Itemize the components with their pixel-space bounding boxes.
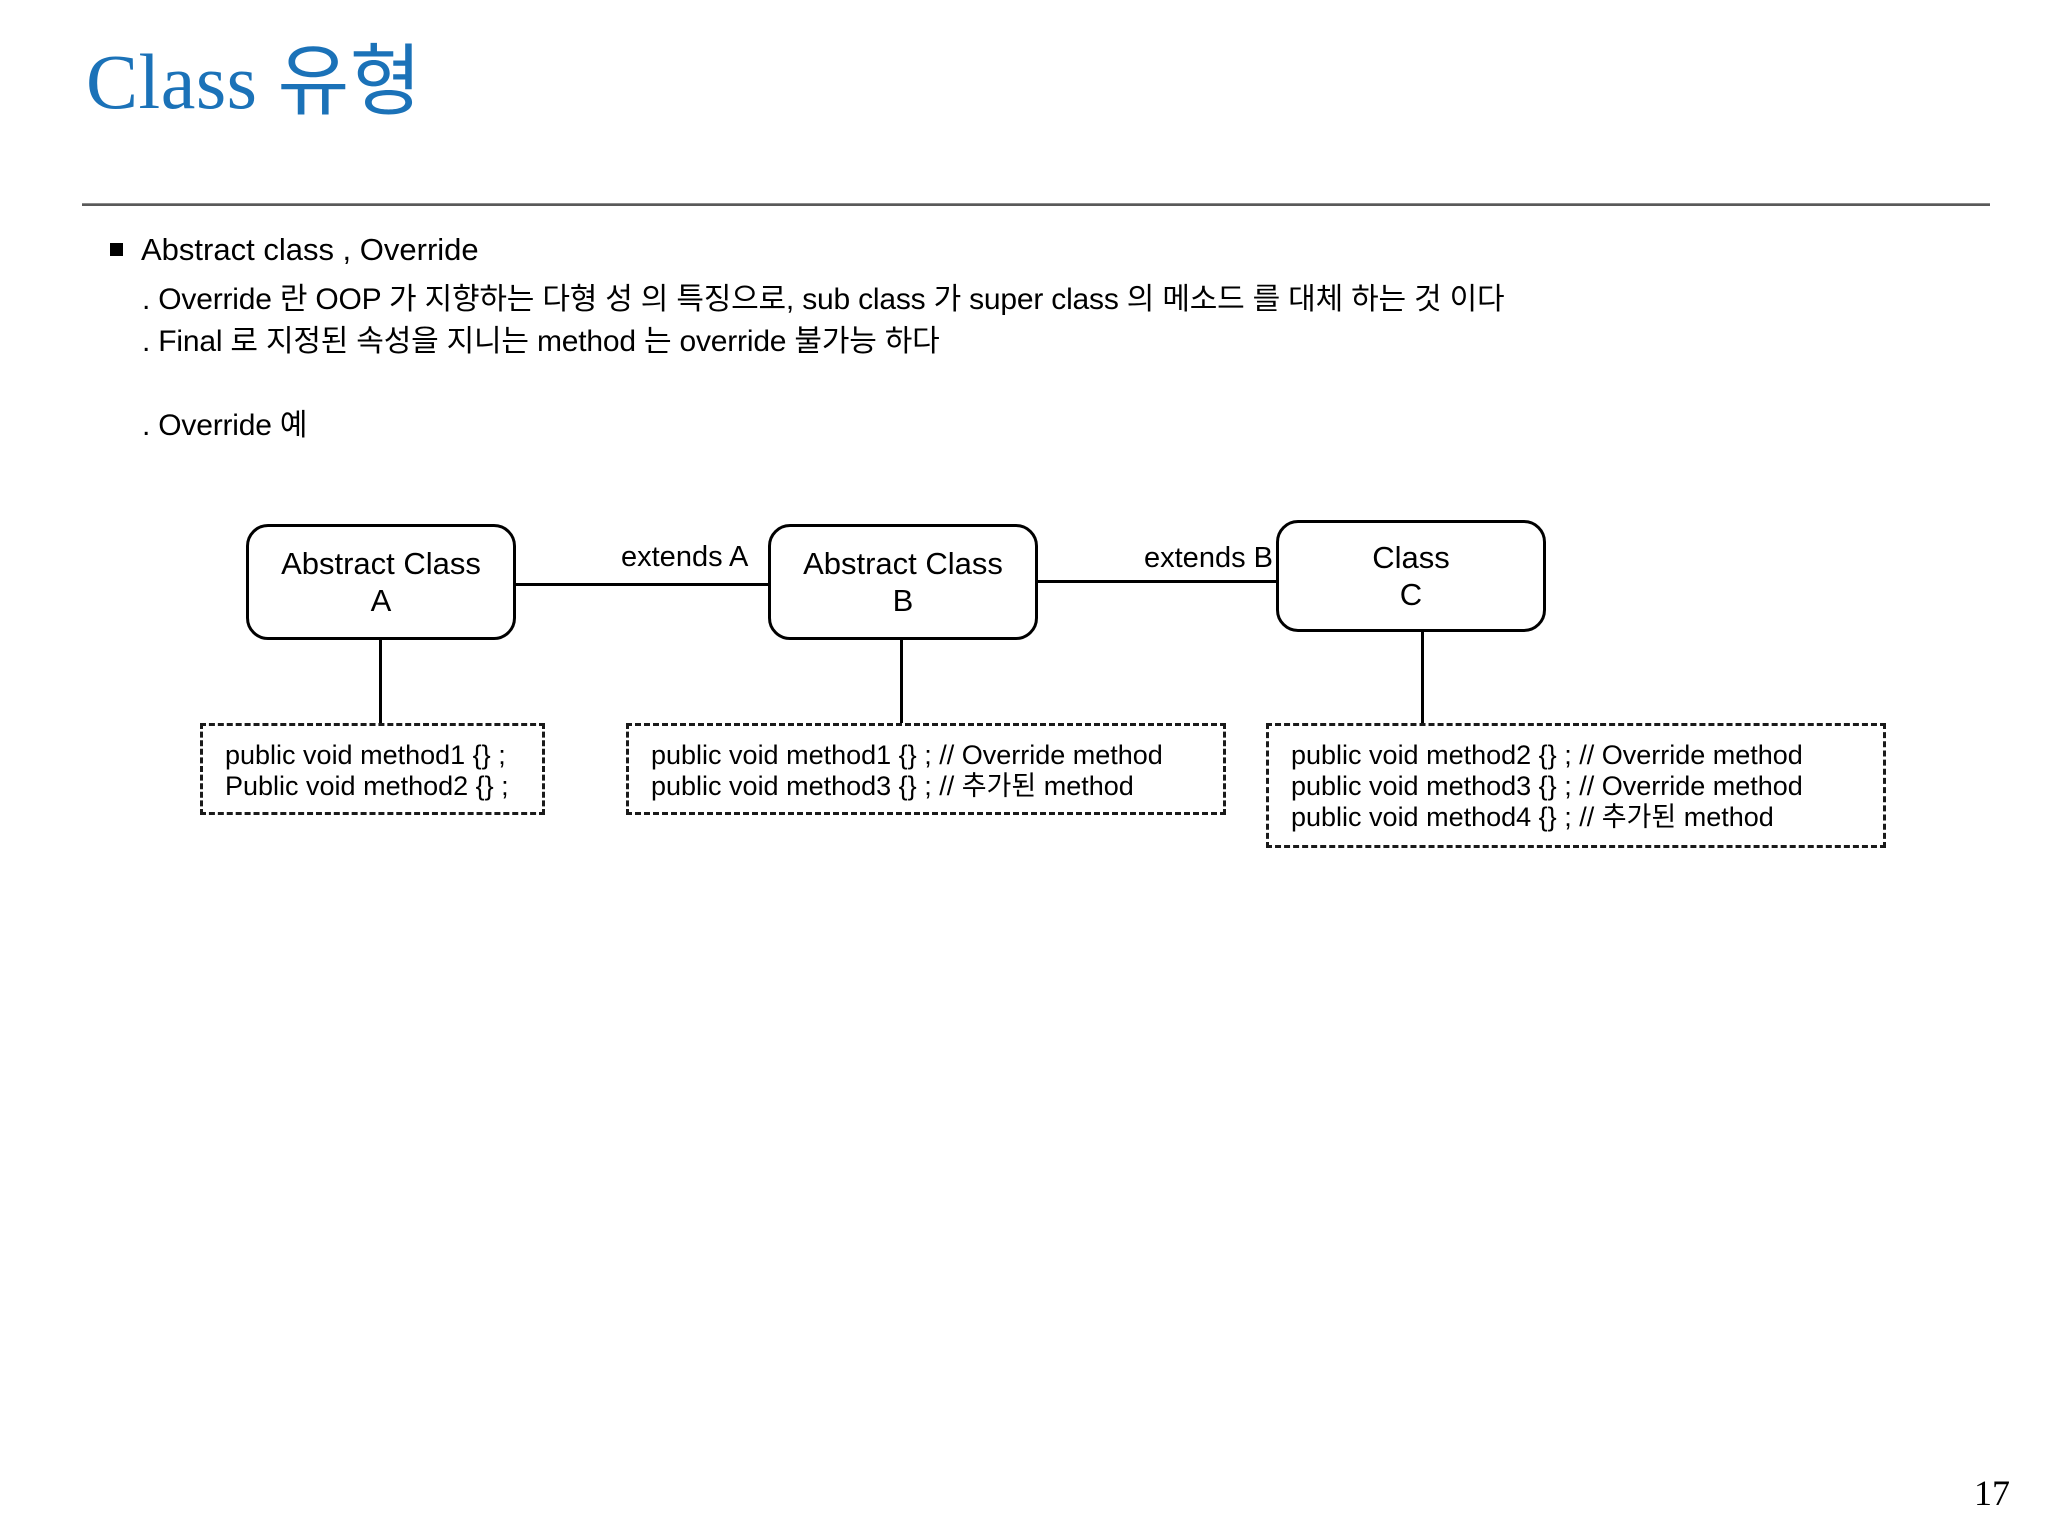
class-node-title: Class — [1372, 540, 1450, 575]
class-node-title: Abstract Class — [803, 546, 1003, 581]
edge-label-extends-b: extends B — [1144, 542, 1273, 574]
class-node-abstract-a: Abstract Class A — [246, 524, 516, 640]
bullet-item-abstract-class: Abstract class , Override — [110, 232, 479, 268]
code-line: public void method1 {} ; // Override met… — [651, 740, 1163, 770]
code-line: public void method2 {} ; // Override met… — [1291, 740, 1803, 770]
connector-a-to-code — [379, 639, 382, 725]
page-number: 17 — [1974, 1473, 2010, 1513]
class-node-name: B — [892, 583, 914, 618]
class-node-class-c: Class C — [1276, 520, 1546, 632]
class-node-title: Abstract Class — [281, 546, 481, 581]
bullet-item-label: Abstract class , Override — [141, 232, 479, 267]
code-block-a: public void method1 {} ; Public void met… — [200, 723, 545, 815]
code-line: public void method3 {} ; // 추가된 method — [651, 771, 1134, 801]
edge-label-extends-a: extends A — [621, 541, 749, 573]
code-line: public void method3 {} ; // Override met… — [1291, 771, 1803, 801]
class-node-name: A — [370, 583, 392, 618]
connector-c-to-code — [1421, 631, 1424, 723]
code-line: Public void method2 {} ; — [225, 771, 509, 801]
description-line-2: . Final 로 지정된 속성을 지니는 method 는 override … — [142, 325, 940, 358]
page-title: Class 유형 — [86, 38, 423, 125]
description-line-3: . Override 예 — [142, 409, 308, 442]
class-node-name: C — [1399, 577, 1423, 612]
title-divider — [82, 203, 1990, 206]
connector-a-to-b — [514, 583, 770, 586]
class-node-abstract-b: Abstract Class B — [768, 524, 1038, 640]
code-line: public void method4 {} ; // 추가된 method — [1291, 802, 1774, 832]
connector-b-to-c — [1036, 580, 1278, 583]
connector-b-to-code — [900, 639, 903, 725]
square-bullet-icon — [110, 243, 123, 256]
code-block-b: public void method1 {} ; // Override met… — [626, 723, 1226, 815]
code-block-c: public void method2 {} ; // Override met… — [1266, 723, 1886, 848]
code-line: public void method1 {} ; — [225, 740, 506, 770]
description-line-1: . Override 란 OOP 가 지향하는 다형 성 의 특징으로, sub… — [142, 283, 1505, 316]
